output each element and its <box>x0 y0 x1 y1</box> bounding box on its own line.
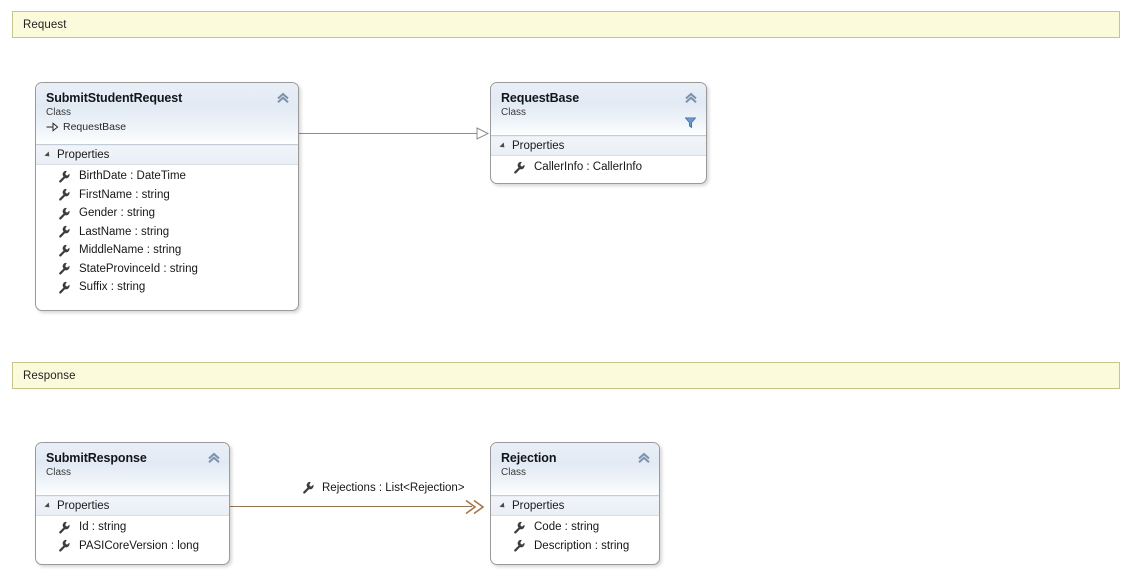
class-name: SubmitResponse <box>46 451 147 465</box>
member-label: Description : string <box>534 539 630 552</box>
member-label: BirthDate : DateTime <box>79 170 186 183</box>
class-header-submitstudentrequest: SubmitStudentRequest Class RequestBase <box>36 83 298 145</box>
class-stereotype: Class <box>46 107 72 118</box>
member-label: LastName : string <box>79 225 170 238</box>
member-list-properties: CallerInfo : CallerInfo <box>491 156 706 181</box>
inheritance-line <box>298 133 478 134</box>
class-name: Rejection <box>501 451 557 465</box>
inheritance-arrow-icon <box>46 122 59 132</box>
member-label: Suffix : string <box>79 281 146 294</box>
class-header-rejection: Rejection Class <box>491 443 659 496</box>
class-stereotype: Class <box>46 467 72 478</box>
compartment-header-properties[interactable]: Properties <box>491 136 706 156</box>
section-bar-request-label: Request <box>23 18 67 31</box>
member-row[interactable]: StateProvinceId : string <box>36 260 298 279</box>
funnel-filter-icon[interactable] <box>684 116 697 129</box>
compartment-label: Properties <box>512 140 565 152</box>
wrench-icon <box>514 521 525 534</box>
association-line <box>230 506 472 507</box>
member-row[interactable]: FirstName : string <box>36 186 298 205</box>
compartment-label: Properties <box>57 149 110 161</box>
member-label: Gender : string <box>79 207 156 220</box>
class-shape-requestbase[interactable]: RequestBase Class Properties CallerInfo … <box>490 82 707 184</box>
wrench-icon <box>59 521 70 534</box>
wrench-icon <box>59 170 70 183</box>
association-label-text: Rejections : List<Rejection> <box>322 481 465 494</box>
member-row[interactable]: Description : string <box>491 537 659 556</box>
member-row[interactable]: Id : string <box>36 518 229 537</box>
wrench-icon <box>59 207 70 220</box>
member-label: Code : string <box>534 521 600 534</box>
wrench-icon <box>59 189 70 201</box>
compartment-label: Properties <box>57 500 110 512</box>
connector-inheritance-submitstudentrequest-requestbase[interactable] <box>298 126 490 142</box>
triangle-expanded-icon[interactable] <box>44 502 52 510</box>
compartment-header-properties[interactable]: Properties <box>36 145 298 165</box>
member-row[interactable]: Code : string <box>491 518 659 537</box>
class-shape-rejection[interactable]: Rejection Class Properties Code : string… <box>490 442 660 565</box>
class-stereotype: Class <box>501 467 527 478</box>
class-header-submitresponse: SubmitResponse Class <box>36 443 229 496</box>
wrench-icon <box>59 281 70 294</box>
association-label-rejections: Rejections : List<Rejection> <box>300 481 467 494</box>
wrench-icon <box>514 161 525 174</box>
member-row[interactable]: PASICoreVersion : long <box>36 537 229 556</box>
wrench-icon <box>59 540 70 552</box>
triangle-expanded-icon[interactable] <box>499 142 507 150</box>
class-name: SubmitStudentRequest <box>46 91 183 105</box>
double-chevron-arrowhead-icon <box>465 499 485 515</box>
wrench-icon <box>59 263 70 275</box>
class-base-class-row: RequestBase <box>46 120 288 134</box>
compartment-label: Properties <box>512 500 565 512</box>
triangle-expanded-icon[interactable] <box>499 502 507 510</box>
member-row[interactable]: MiddleName : string <box>36 241 298 260</box>
wrench-icon <box>514 540 525 552</box>
chevron-up-icon[interactable] <box>276 91 290 105</box>
member-label: PASICoreVersion : long <box>79 539 199 552</box>
member-label: MiddleName : string <box>79 244 182 257</box>
member-label: StateProvinceId : string <box>79 262 198 275</box>
class-base-class-label: RequestBase <box>63 121 127 133</box>
wrench-icon <box>59 244 70 257</box>
member-list-properties: Code : string Description : string <box>491 516 659 559</box>
section-bar-request[interactable]: Request <box>12 11 1120 38</box>
chevron-up-icon[interactable] <box>637 451 651 465</box>
member-row[interactable]: LastName : string <box>36 223 298 242</box>
section-bar-response-label: Response <box>23 369 76 382</box>
triangle-expanded-icon[interactable] <box>44 151 52 159</box>
class-stereotype: Class <box>501 107 527 118</box>
member-label: CallerInfo : CallerInfo <box>534 161 643 174</box>
class-shape-submitresponse[interactable]: SubmitResponse Class Properties Id : str… <box>35 442 230 565</box>
compartment-header-properties[interactable]: Properties <box>491 496 659 516</box>
member-label: Id : string <box>79 521 127 534</box>
hollow-triangle-arrowhead-icon <box>476 127 490 140</box>
wrench-icon <box>59 226 70 238</box>
connector-association-submitresponse-rejection[interactable] <box>230 498 492 516</box>
class-name: RequestBase <box>501 91 580 105</box>
compartment-header-properties[interactable]: Properties <box>36 496 229 516</box>
class-shape-submitstudentrequest[interactable]: SubmitStudentRequest Class RequestBase P… <box>35 82 299 311</box>
chevron-up-icon[interactable] <box>207 451 221 465</box>
member-row[interactable]: BirthDate : DateTime <box>36 167 298 186</box>
member-label: FirstName : string <box>79 188 170 201</box>
member-row[interactable]: Gender : string <box>36 204 298 223</box>
member-list-properties: BirthDate : DateTime FirstName : string … <box>36 165 298 301</box>
wrench-icon <box>303 481 314 494</box>
section-bar-response[interactable]: Response <box>12 362 1120 389</box>
chevron-up-icon[interactable] <box>684 91 698 105</box>
member-list-properties: Id : string PASICoreVersion : long <box>36 516 229 559</box>
member-row[interactable]: CallerInfo : CallerInfo <box>491 158 706 177</box>
member-row[interactable]: Suffix : string <box>36 278 298 297</box>
class-header-requestbase: RequestBase Class <box>491 83 706 136</box>
